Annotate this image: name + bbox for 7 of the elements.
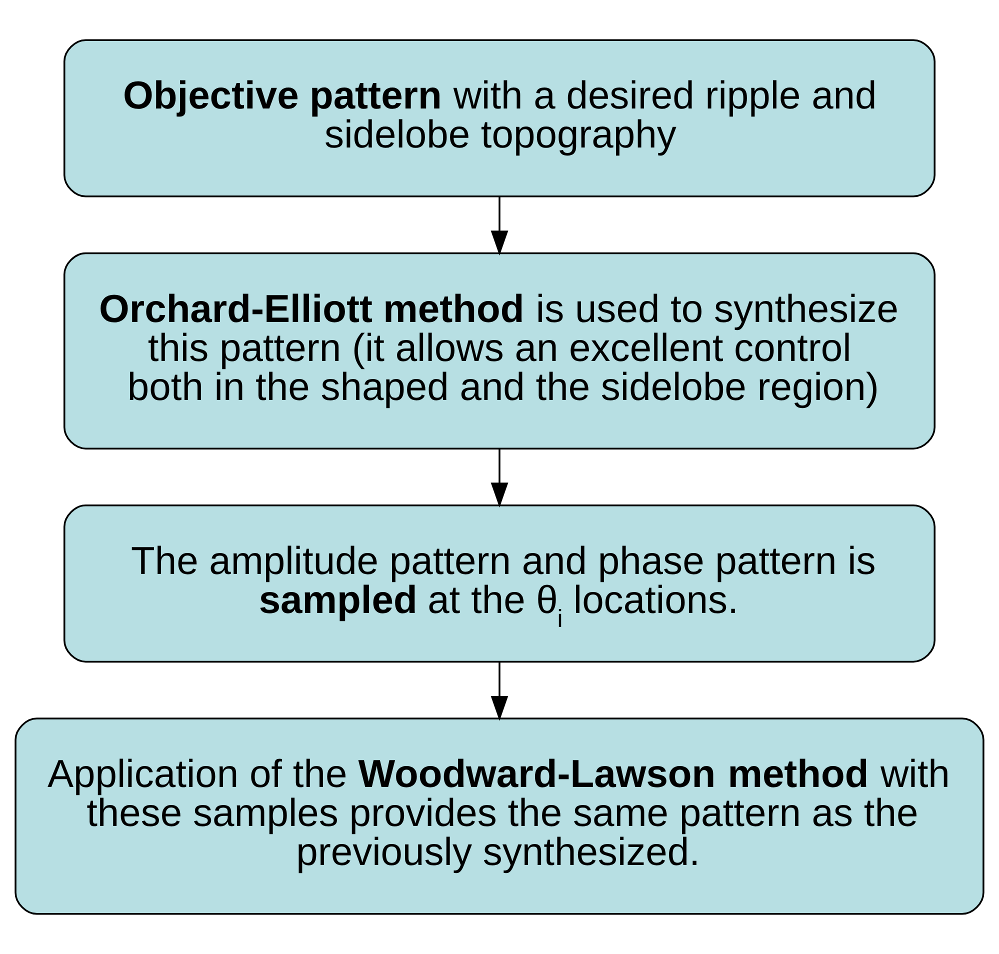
arrow xyxy=(490,196,508,256)
node-box: Orchard-Elliott method is used to synthesize this pattern (it allows an excellent control both in the shaped and the sidelobe region) xyxy=(64,252,936,450)
arrow xyxy=(490,449,508,508)
node-box: Application of the Woodward-Lawson method with these samples provides the same pattern as the previously synthesized. xyxy=(14,718,984,915)
arrow xyxy=(490,662,508,721)
node-box: The amplitude pattern and phase pattern is sampled at the θ$_{i}$ locations. xyxy=(64,504,936,663)
node-box: Objective pattern with a desired ripple and sidelobe topography xyxy=(64,39,936,198)
